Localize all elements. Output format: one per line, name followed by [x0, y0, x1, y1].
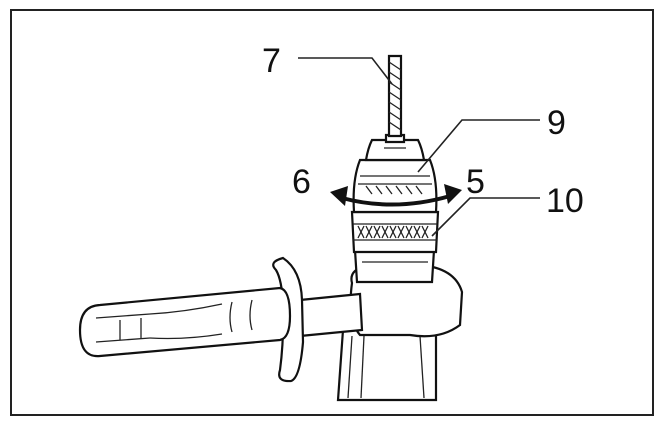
- callout-7: 7: [262, 42, 281, 80]
- drill-bit: [387, 54, 403, 138]
- chuck: [350, 133, 440, 284]
- callout-9: 9: [547, 104, 566, 142]
- callout-5: 5: [466, 163, 485, 201]
- leader-line-10: [431, 197, 540, 237]
- leader-line-9: [417, 119, 540, 173]
- callout-10: 10: [546, 182, 584, 220]
- drill-body: [336, 328, 438, 402]
- figure-frame: [10, 9, 654, 416]
- callout-6: 6: [292, 163, 311, 201]
- rotation-arrow: [330, 184, 462, 207]
- side-handle: [78, 256, 464, 383]
- leader-line-7: [298, 57, 393, 85]
